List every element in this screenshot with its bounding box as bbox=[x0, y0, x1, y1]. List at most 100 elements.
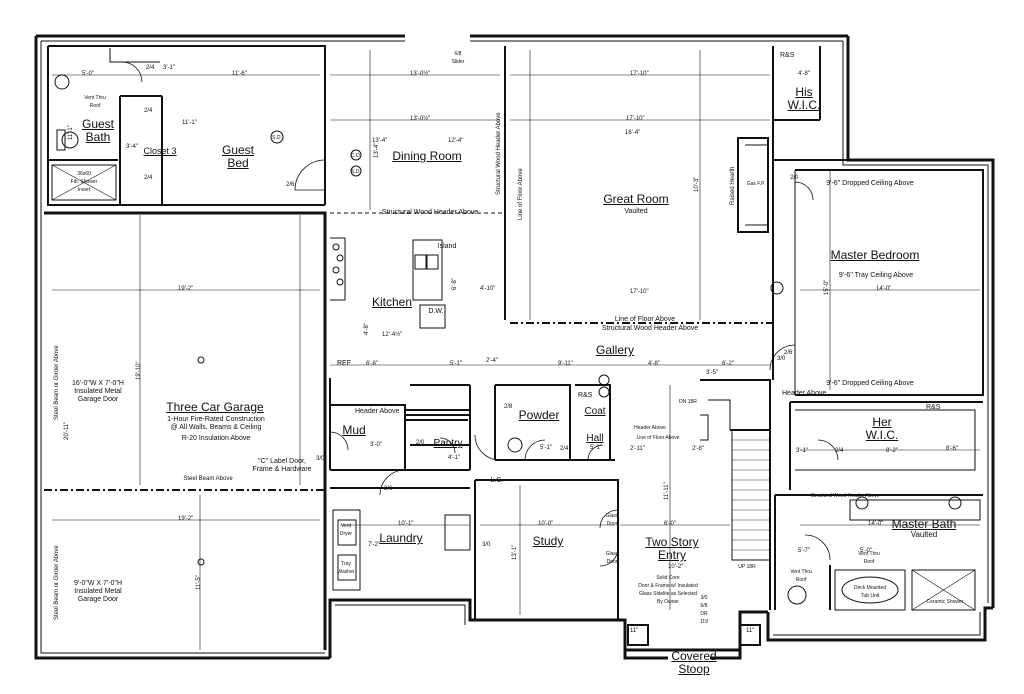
note-dropped-ceiling-bottom: 9'-6" Dropped Ceiling Above bbox=[826, 380, 914, 387]
room-gallery: Gallery bbox=[595, 343, 634, 357]
note-entry-door-size: 3/0 6/8 DR 119 bbox=[700, 595, 708, 625]
dim-label: 2/4 bbox=[144, 175, 153, 181]
note-ref: REF bbox=[337, 360, 351, 367]
note-vent-roof-guest: Vent Thru Roof bbox=[84, 95, 106, 109]
dim-label: 11'-6" bbox=[232, 71, 247, 77]
note-up-stairs: UP 18R bbox=[738, 564, 756, 570]
note-steel-beam-above: Steel Beam Above bbox=[183, 476, 233, 482]
dim-label: 3'-1" bbox=[796, 448, 808, 454]
room-great-room-vaulted: Vaulted bbox=[624, 208, 648, 215]
note-steel-beam-left-top: Steel Beam or Girder Above bbox=[54, 345, 60, 420]
note-structural-header-bath: Structural Wood Header Above bbox=[810, 493, 880, 499]
room-closet-3: Closet 3 bbox=[143, 146, 177, 156]
note-deck-tub: Deck Mounted Tub Unit bbox=[853, 585, 887, 599]
dim-label: 14'-0" bbox=[876, 286, 892, 292]
dim-label: 11'-1" bbox=[182, 120, 197, 126]
note-dn-stairs: DN 18R bbox=[679, 399, 697, 405]
note-rs-coat: R&S bbox=[578, 392, 593, 399]
room-her-wic: Her W.I.C. bbox=[865, 415, 899, 442]
dim-label: 17'-10" bbox=[630, 289, 649, 295]
note-vent-roof-bath-1: Vent Thru Roof bbox=[790, 569, 812, 583]
note-gas-fp: Gas F.P. bbox=[746, 181, 766, 187]
room-dining-room: Dining Room bbox=[392, 149, 462, 163]
note-garage-door-top: 16'-0"W X 7'-0"H Insulated Metal Garage … bbox=[72, 380, 124, 403]
room-master-bath-vaulted: Vaulted bbox=[910, 530, 938, 539]
interior-walls bbox=[44, 45, 984, 650]
dim-label: 14'-0" bbox=[868, 521, 884, 527]
dim-label: 2/6 bbox=[784, 350, 793, 356]
dim-label: 6'-0" bbox=[664, 521, 676, 527]
dim-label: 7'-2" bbox=[368, 542, 380, 548]
note-c-label-door: "C" Label Door, Frame & Hardware bbox=[252, 458, 312, 473]
exterior-walls bbox=[34, 34, 995, 660]
dim-label: 5'-1" bbox=[540, 445, 552, 451]
dim-label: 19'-10" bbox=[136, 361, 142, 380]
dim-label: 11" bbox=[746, 628, 755, 634]
note-entry-door: Solid Core Door & Frame w/ Insulated Gla… bbox=[638, 575, 698, 605]
dim-label: 20'-11" bbox=[64, 421, 70, 440]
note-garage-insulation: R-20 Insulation Above bbox=[181, 435, 251, 442]
room-laundry: Laundry bbox=[379, 531, 423, 545]
dim-label: 2'-11" bbox=[630, 446, 645, 452]
dim-label: 5'-0" bbox=[82, 71, 94, 77]
dim-label: 2/6 bbox=[286, 182, 295, 188]
note-garage-fire: 1-Hour Fire-Rated Construction @ All Wal… bbox=[167, 416, 265, 431]
room-his-wic: His W.I.C. bbox=[787, 85, 821, 112]
note-structural-header-dining: Structural Wood Header Above bbox=[381, 209, 479, 216]
dim-label: 2'-8" bbox=[692, 446, 704, 452]
room-kitchen: Kitchen bbox=[371, 295, 413, 309]
room-mud: Mud bbox=[342, 423, 366, 437]
dim-label: 13'-4" bbox=[372, 138, 388, 144]
dim-label: 11" bbox=[630, 628, 639, 634]
note-dropped-ceiling-top: 9'-6" Dropped Ceiling Above bbox=[826, 180, 914, 187]
note-dw: D.W. bbox=[428, 308, 444, 315]
dim-label: 6'-8" bbox=[366, 361, 378, 367]
dim-label: 4'-1" bbox=[448, 455, 460, 461]
dim-label: 17'-10" bbox=[626, 116, 645, 122]
dim-label: 13'-4" bbox=[374, 142, 380, 158]
dim-label: 3/0 bbox=[777, 356, 786, 362]
note-header-above-master: Header Above bbox=[782, 390, 827, 397]
dim-label: 17'-10" bbox=[630, 71, 649, 77]
note-slider: 6/8 Slider bbox=[451, 51, 465, 65]
note-sd-guest: S.D. bbox=[272, 135, 282, 141]
dim-label: 5'-0" bbox=[860, 548, 872, 554]
dim-label: 5'-1" bbox=[450, 361, 462, 367]
dim-label: 15'-0" bbox=[824, 279, 830, 295]
room-master-bath: Master Bath bbox=[891, 517, 957, 531]
dim-label: 13'-0½" bbox=[410, 116, 431, 122]
dim-label: 2/4 bbox=[146, 65, 155, 71]
dim-label: 3/0 bbox=[482, 542, 491, 548]
dim-label: 13'-0½" bbox=[410, 71, 431, 77]
dim-label: 2/0 bbox=[790, 175, 799, 181]
dim-label: 6'-2" bbox=[722, 361, 734, 367]
dim-label: 8'-6" bbox=[946, 446, 958, 452]
room-hall: Hall bbox=[586, 433, 604, 444]
room-pantry: Pantry bbox=[433, 438, 463, 449]
room-two-story-entry: Two Story Entry bbox=[645, 535, 699, 562]
note-header-above-mud: Header Above bbox=[355, 408, 400, 415]
note-structural-header-gallery: Structural Wood Header Above bbox=[601, 325, 699, 332]
note-tray-washer: Tray Washer bbox=[337, 561, 355, 575]
fixtures bbox=[54, 74, 962, 605]
dim-label: 9'-11" bbox=[558, 361, 573, 367]
dim-label: 10'-2" bbox=[668, 564, 684, 570]
note-glass-door-2: Glass Door bbox=[605, 551, 619, 565]
dim-label: 16'-4" bbox=[625, 130, 641, 136]
note-line-of-floor-v: Line of Floor Above bbox=[518, 168, 524, 220]
room-powder: Powder bbox=[518, 408, 560, 422]
room-study: Study bbox=[532, 534, 564, 548]
dim-label: 3'-4" bbox=[126, 144, 138, 150]
dim-label: 12'-4" bbox=[448, 138, 464, 144]
note-garage-door-bottom: 9'-0"W X 7'-0"H Insulated Metal Garage D… bbox=[73, 580, 123, 603]
dim-label: 2/4 bbox=[560, 446, 569, 452]
note-line-of-floor: Line of Floor Above bbox=[614, 316, 676, 323]
dim-label: 10'-3" bbox=[694, 176, 700, 192]
dim-label: 4'-10" bbox=[480, 286, 496, 292]
note-line-of-floor-stair: Line of Floor Above bbox=[636, 435, 680, 441]
note-raised-hearth: Raised Hearth bbox=[730, 166, 736, 205]
note-structural-header-dining-v: Structural Wood Header Above bbox=[496, 112, 502, 195]
dim-label: 3'-5" bbox=[706, 370, 718, 376]
dim-label: 2'-4" bbox=[486, 358, 498, 364]
